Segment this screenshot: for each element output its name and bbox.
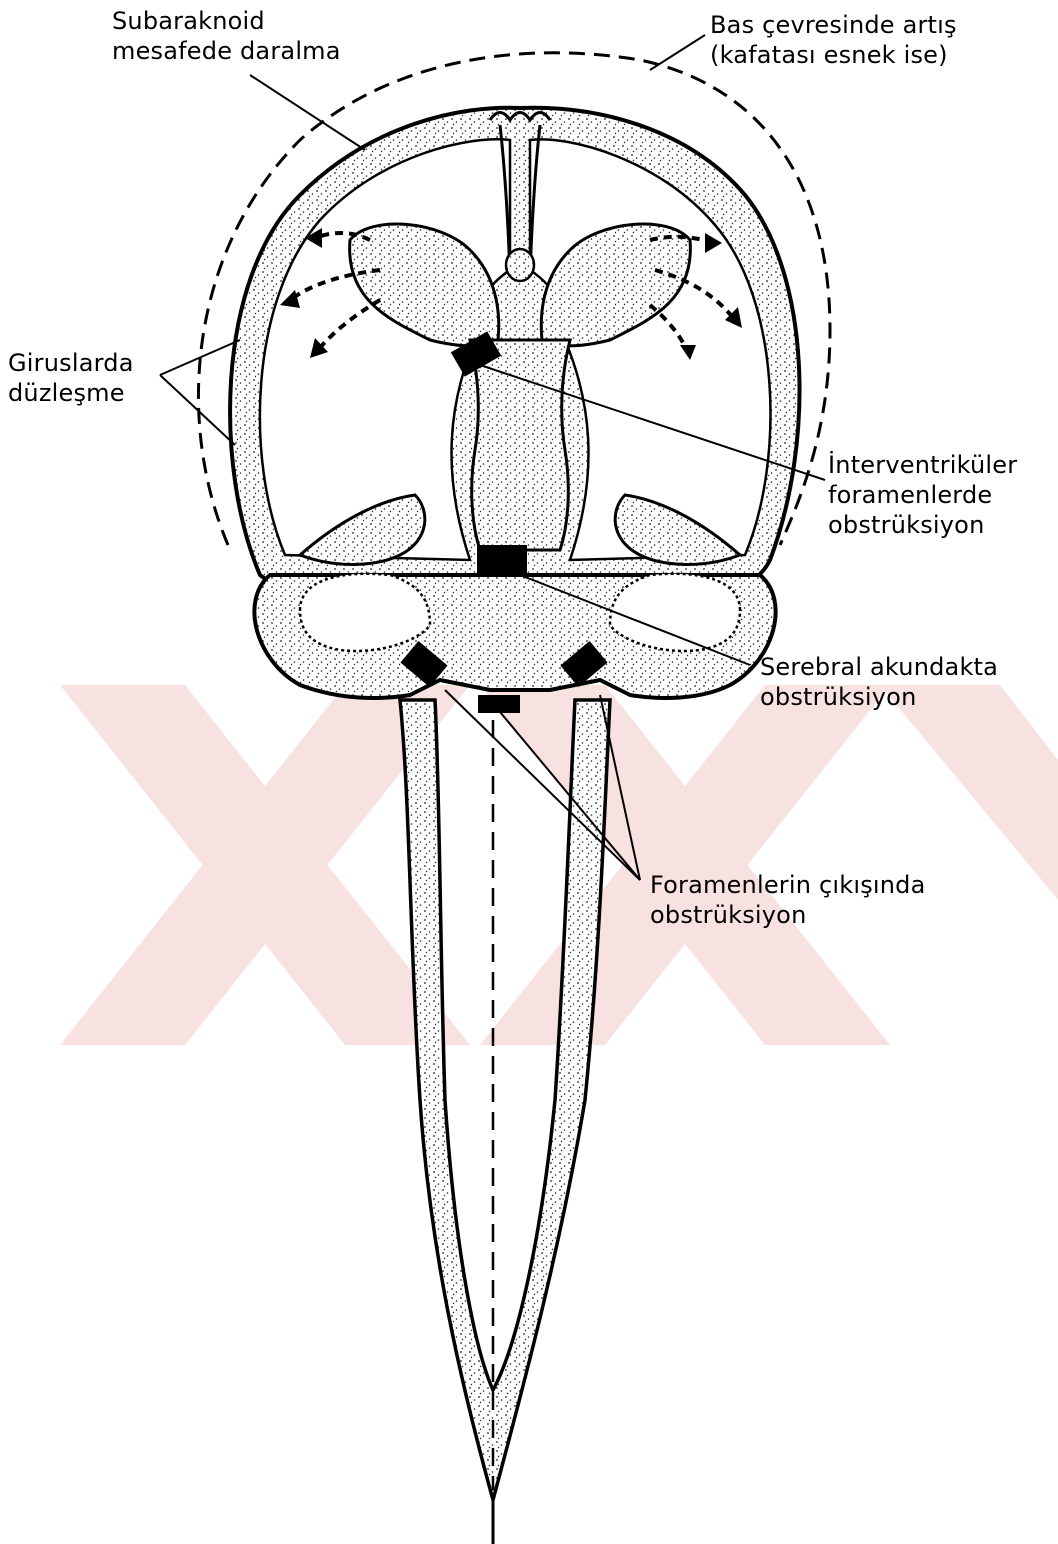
label-gyri-line-2: düzleşme bbox=[8, 378, 134, 408]
label-interventricular-line-2: foramenlerde bbox=[828, 480, 1017, 510]
posterior-fossa bbox=[254, 574, 775, 698]
watermark bbox=[60, 685, 1058, 1045]
label-interventricular-line-3: obstrüksiyon bbox=[828, 510, 1017, 540]
label-subarachnoid: Subaraknoid mesafede daralma bbox=[112, 6, 341, 66]
label-gyri-line-1: Giruslarda bbox=[8, 348, 134, 378]
label-aqueduct: Serebral akundakta obstrüksiyon bbox=[760, 652, 998, 712]
label-gyri: Giruslarda düzleşme bbox=[8, 348, 134, 408]
label-foramina-exit-line-2: obstrüksiyon bbox=[650, 900, 926, 930]
label-head-circumference: Bas çevresinde artış (kafatası esnek ise… bbox=[710, 10, 957, 70]
label-foramina-exit: Foramenlerin çıkışında obstrüksiyon bbox=[650, 870, 926, 930]
aqueduct-obstruction bbox=[477, 545, 527, 575]
label-head-circumference-line-1: Bas çevresinde artış bbox=[710, 10, 957, 40]
label-interventricular: İnterventriküler foramenlerde obstrüksiy… bbox=[828, 450, 1017, 540]
label-subarachnoid-line-2: mesafede daralma bbox=[112, 36, 341, 66]
label-aqueduct-line-2: obstrüksiyon bbox=[760, 682, 998, 712]
label-foramina-exit-line-1: Foramenlerin çıkışında bbox=[650, 870, 926, 900]
midline-foramen-obstruction bbox=[478, 695, 520, 713]
label-head-circumference-line-2: (kafatası esnek ise) bbox=[710, 40, 957, 70]
label-aqueduct-line-1: Serebral akundakta bbox=[760, 652, 998, 682]
label-interventricular-line-1: İnterventriküler bbox=[828, 450, 1017, 480]
label-subarachnoid-line-1: Subaraknoid bbox=[112, 6, 341, 36]
spinal-canal bbox=[400, 700, 610, 1544]
